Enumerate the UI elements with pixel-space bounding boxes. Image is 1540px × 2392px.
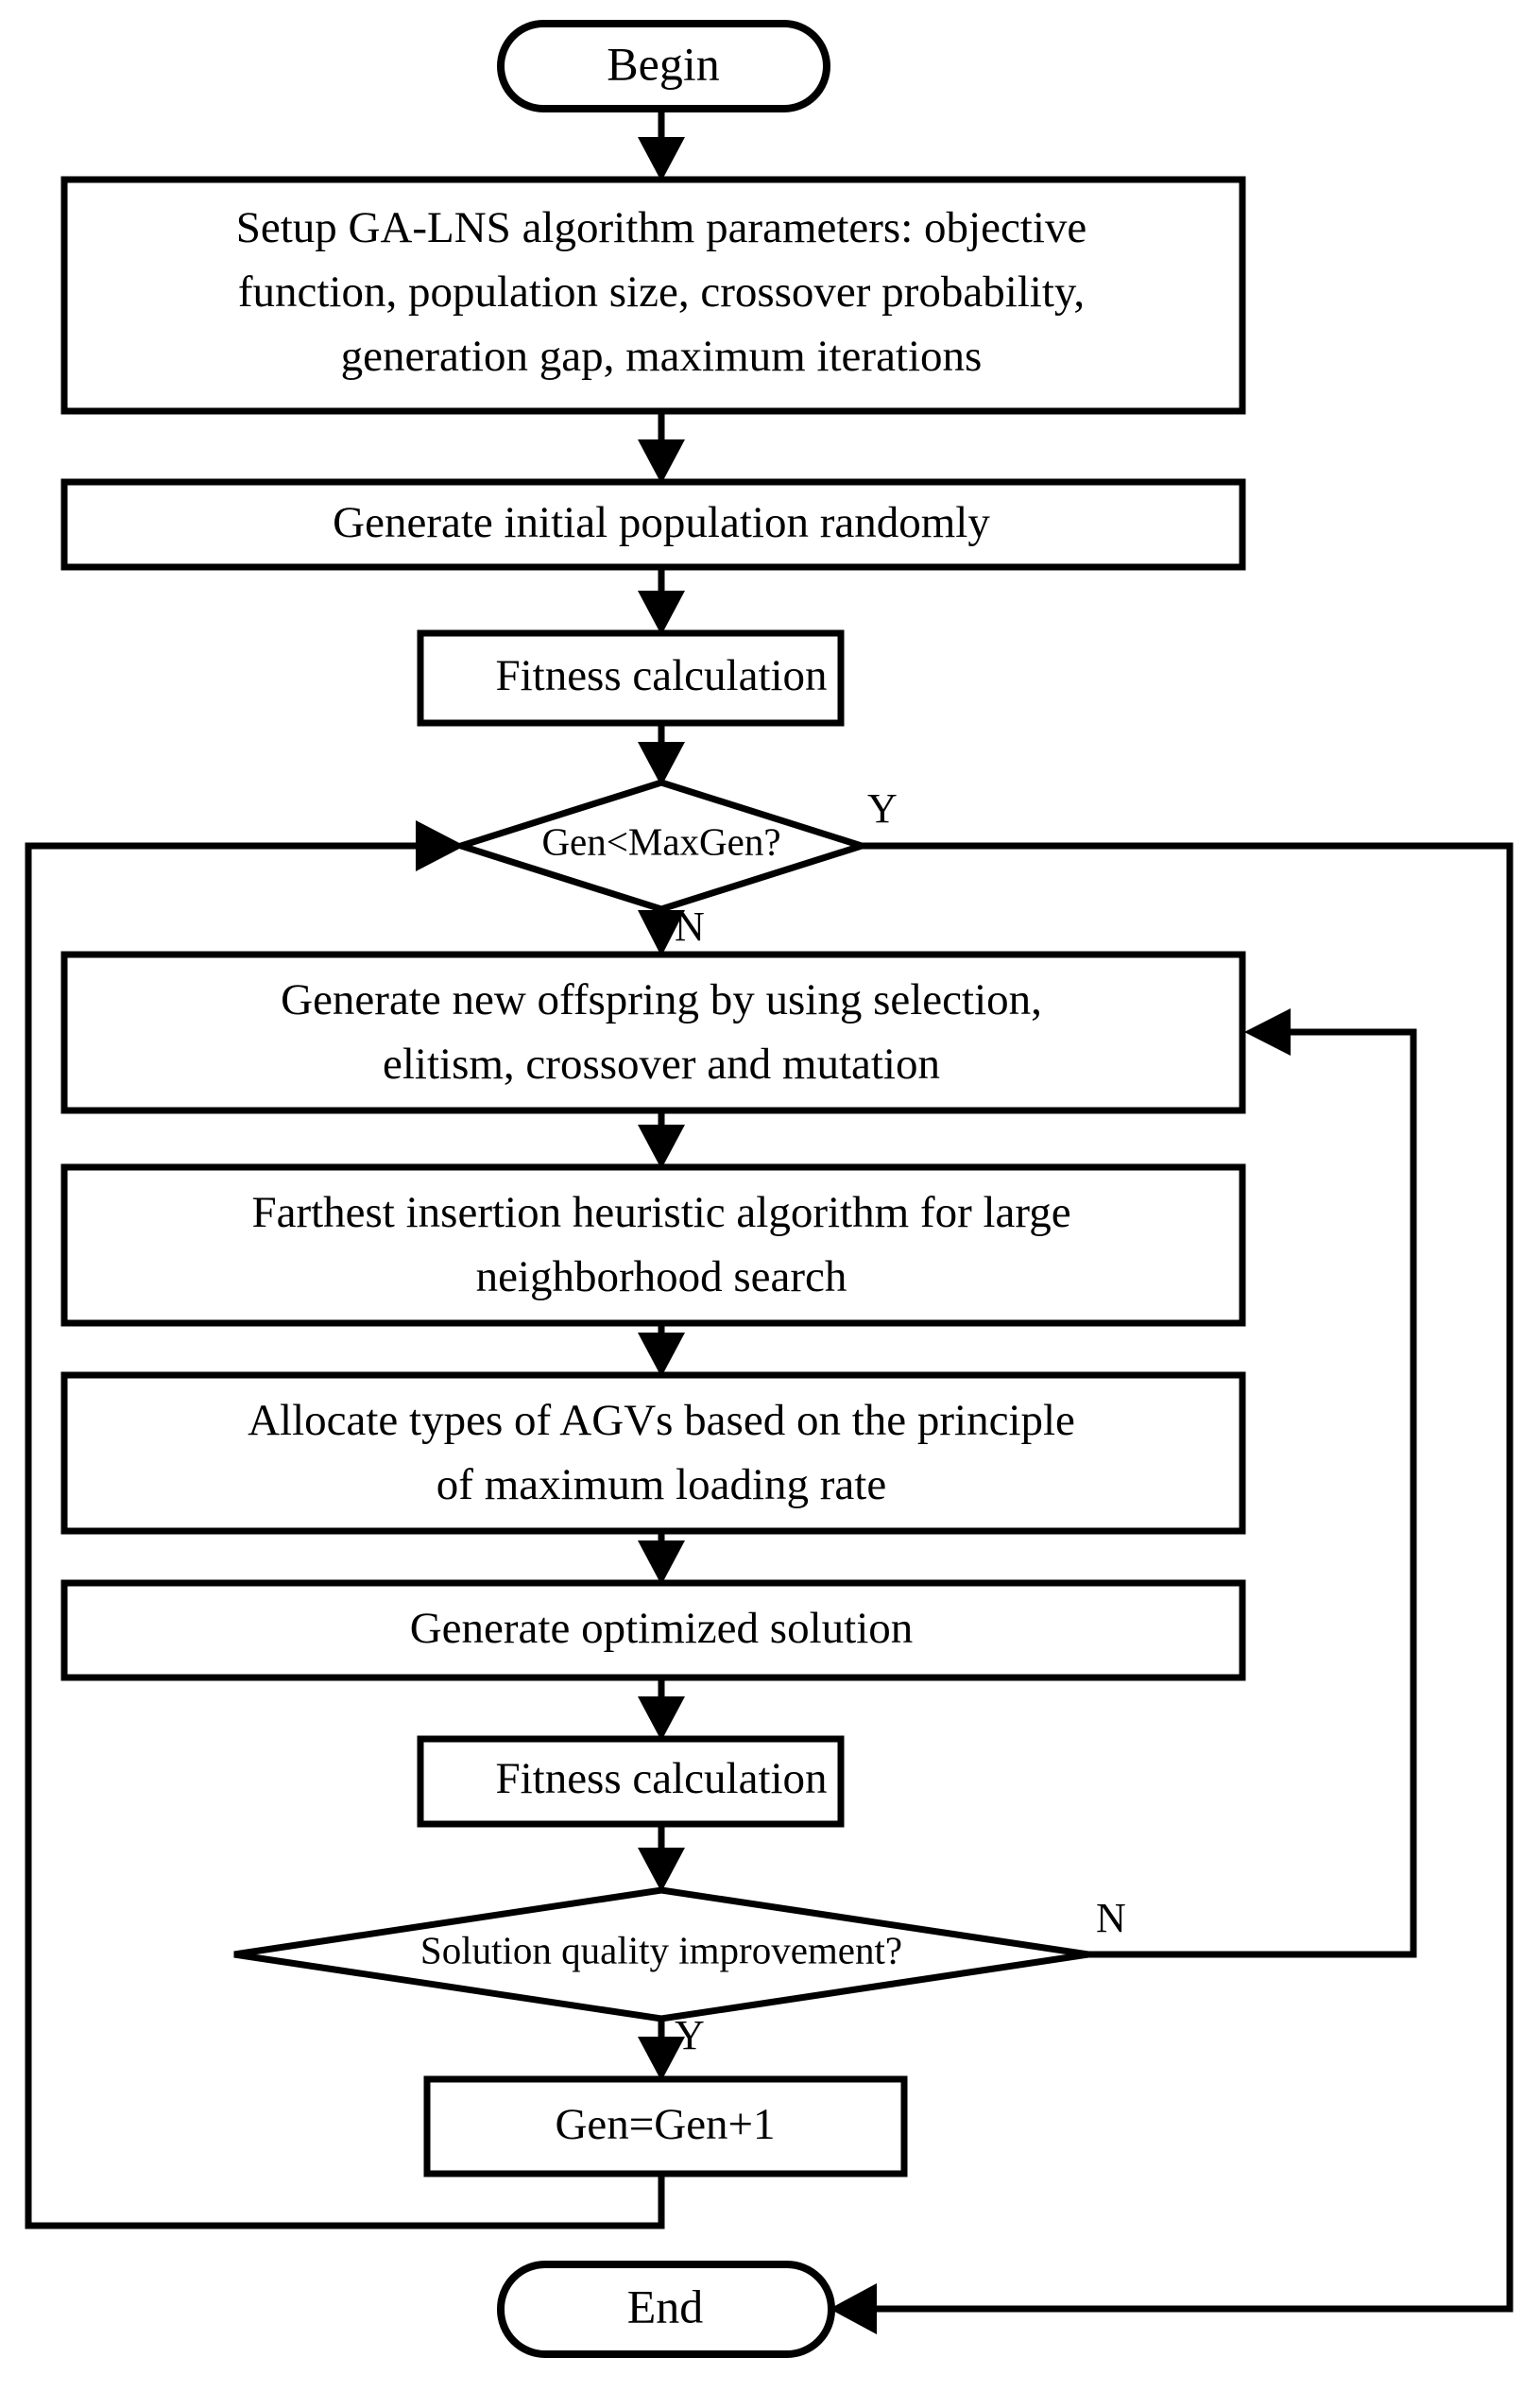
node-quality-check[interactable]: Solution quality improvement? [233,1886,1089,2022]
node-optimized-solution[interactable]: Generate optimized solution [60,1579,1246,1681]
allocate-agv-line1: Allocate types of AGVs based on the prin… [248,1396,1075,1445]
allocate-agv-line2: of maximum loading rate [436,1460,886,1509]
farthest-insertion-line2: neighborhood search [476,1252,847,1301]
init-population-label: Generate initial population randomly [333,498,990,547]
node-end[interactable]: End [497,2261,835,2358]
edge-genincrement-to-gencheck [25,820,665,2229]
edge-gencheck-no-to-offspring [638,907,685,956]
edge-farthest-to-allocate [638,1323,685,1377]
fitness-calculation-2-label: Fitness calculation [495,1754,827,1803]
gen-check-no-label: N [675,903,705,950]
offspring-shape [60,951,1246,1114]
node-farthest-insertion[interactable]: Farthest insertion heuristic algorithm f… [60,1163,1246,1327]
offspring-line2: elitism, crossover and mutation [383,1040,940,1089]
edge-fitness1-to-gencheck [638,723,685,786]
offspring-line1: Generate new offspring by using selectio… [281,975,1042,1024]
gen-check-label: Gen<MaxGen? [541,819,780,863]
edge-qualitycheck-yes-to-genincrement [638,2018,685,2081]
node-allocate-agv[interactable]: Allocate types of AGVs based on the prin… [60,1371,1246,1535]
edge-gencheck-yes-to-end [830,842,1514,2334]
edge-begin-to-setup [638,109,685,181]
quality-check-shape [233,1886,1089,2022]
begin-shape [497,20,830,112]
allocate-agv-shape [60,1371,1246,1535]
setup-params-line1: Setup GA-LNS algorithm parameters: objec… [236,203,1087,252]
gen-increment-shape [423,2075,908,2177]
edge-setup-to-initpop [638,411,685,484]
edge-optimized-to-fitness2 [638,1678,685,1741]
node-init-population[interactable]: Generate initial population randomly [60,478,1246,571]
farthest-insertion-line1: Farthest insertion heuristic algorithm f… [251,1188,1070,1237]
end-shape [497,2261,835,2358]
node-gen-increment[interactable]: Gen=Gen+1 [423,2075,908,2177]
setup-params-line2: function, population size, crossover pro… [238,267,1085,317]
edge-offspring-to-farthest [638,1110,685,1169]
node-begin[interactable]: Begin [497,20,830,112]
node-fitness-calculation-1[interactable]: Fitness calculation [417,629,845,727]
fitness-calculation-2-shape [417,1735,845,1828]
farthest-insertion-shape [60,1163,1246,1327]
init-population-shape [60,478,1246,571]
gen-check-shape [450,779,873,913]
setup-params-line3: generation gap, maximum iterations [341,332,983,381]
begin-label: Begin [607,37,719,90]
edge-allocate-to-optimized [638,1531,685,1585]
fitness-calculation-1-shape [417,629,845,727]
edge-qualitycheck-no-to-offspring [1087,1008,1417,1958]
gen-increment-label: Gen=Gen+1 [555,2100,775,2149]
node-setup-params[interactable]: Setup GA-LNS algorithm parameters: objec… [60,176,1246,415]
quality-check-no-label: N [1096,1895,1126,1941]
node-offspring[interactable]: Generate new offspring by using selectio… [60,951,1246,1114]
optimized-solution-label: Generate optimized solution [410,1604,914,1653]
node-gen-check[interactable]: Gen<MaxGen? [450,779,873,913]
end-label: End [627,2280,704,2332]
fitness-calculation-1-label: Fitness calculation [495,651,827,700]
quality-check-label: Solution quality improvement? [420,1928,902,1971]
gen-check-yes-label: Y [867,785,898,832]
edge-fitness2-to-qualitycheck [638,1824,685,1892]
setup-params-shape [60,176,1246,415]
optimized-solution-shape [60,1579,1246,1681]
edge-initpop-to-fitness1 [638,567,685,635]
node-fitness-calculation-2[interactable]: Fitness calculation [417,1735,845,1828]
quality-check-yes-label: Y [675,2012,705,2058]
